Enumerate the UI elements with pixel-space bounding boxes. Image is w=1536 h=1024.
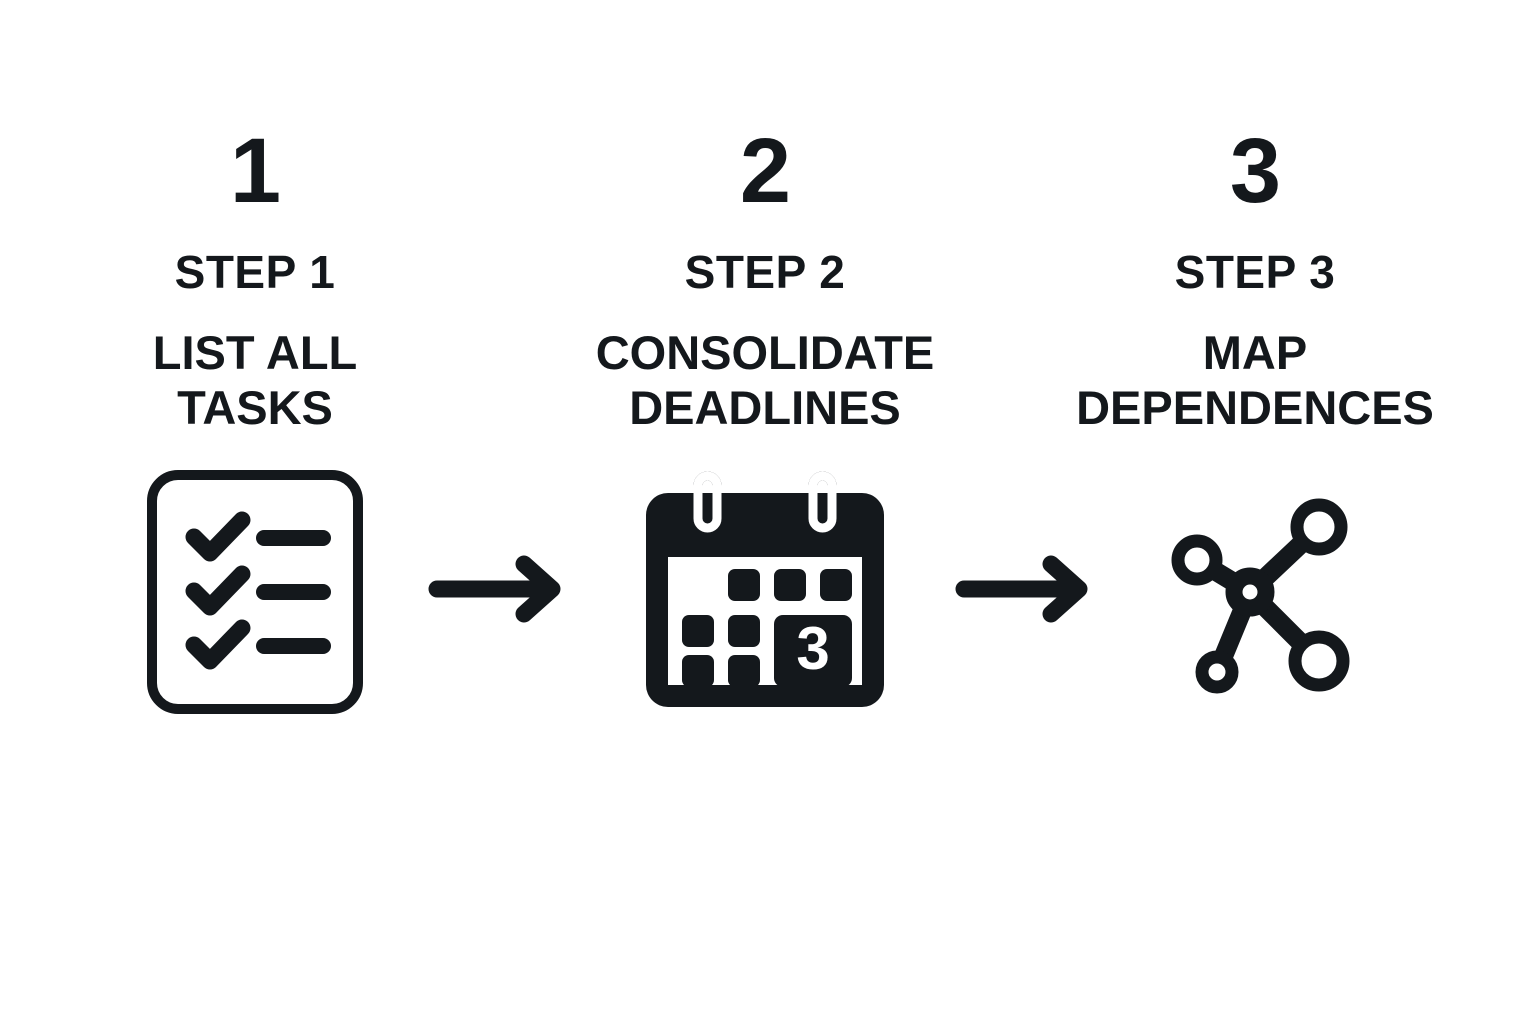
calendar-icon: 3	[643, 471, 887, 711]
calendar-day-number: 3	[796, 615, 829, 682]
step-description-1: LIST ALL TASKS	[152, 326, 358, 434]
step-description-3: MAP DEPENDENCES	[1076, 326, 1434, 434]
step-label-1: STEP 1	[174, 246, 336, 298]
steps-row: 1 STEP 1 LIST ALL TASKS	[45, 0, 1465, 740]
arrow-step1-to-step2	[428, 555, 568, 623]
step-icon-2: 3	[555, 462, 975, 722]
step-number-1: 1	[229, 120, 281, 222]
step-card-2: 2 STEP 2 CONSOLIDATE DEADLINES	[555, 0, 975, 740]
network-nodes-icon	[1147, 484, 1363, 700]
arrow-step2-to-step3	[955, 555, 1095, 623]
step-number-3: 3	[1229, 120, 1281, 222]
step-label-2: STEP 2	[684, 246, 846, 298]
step-description-2: CONSOLIDATE DEADLINES	[595, 326, 935, 434]
step-card-1: 1 STEP 1 LIST ALL TASKS	[45, 0, 465, 740]
step-number-2: 2	[739, 120, 791, 222]
checklist-icon	[147, 470, 363, 714]
step-icon-1	[45, 462, 465, 722]
step-card-3: 3 STEP 3 MAP DEPENDENCES	[1045, 0, 1465, 740]
step-icon-3	[1045, 462, 1465, 722]
step-label-3: STEP 3	[1174, 246, 1336, 298]
